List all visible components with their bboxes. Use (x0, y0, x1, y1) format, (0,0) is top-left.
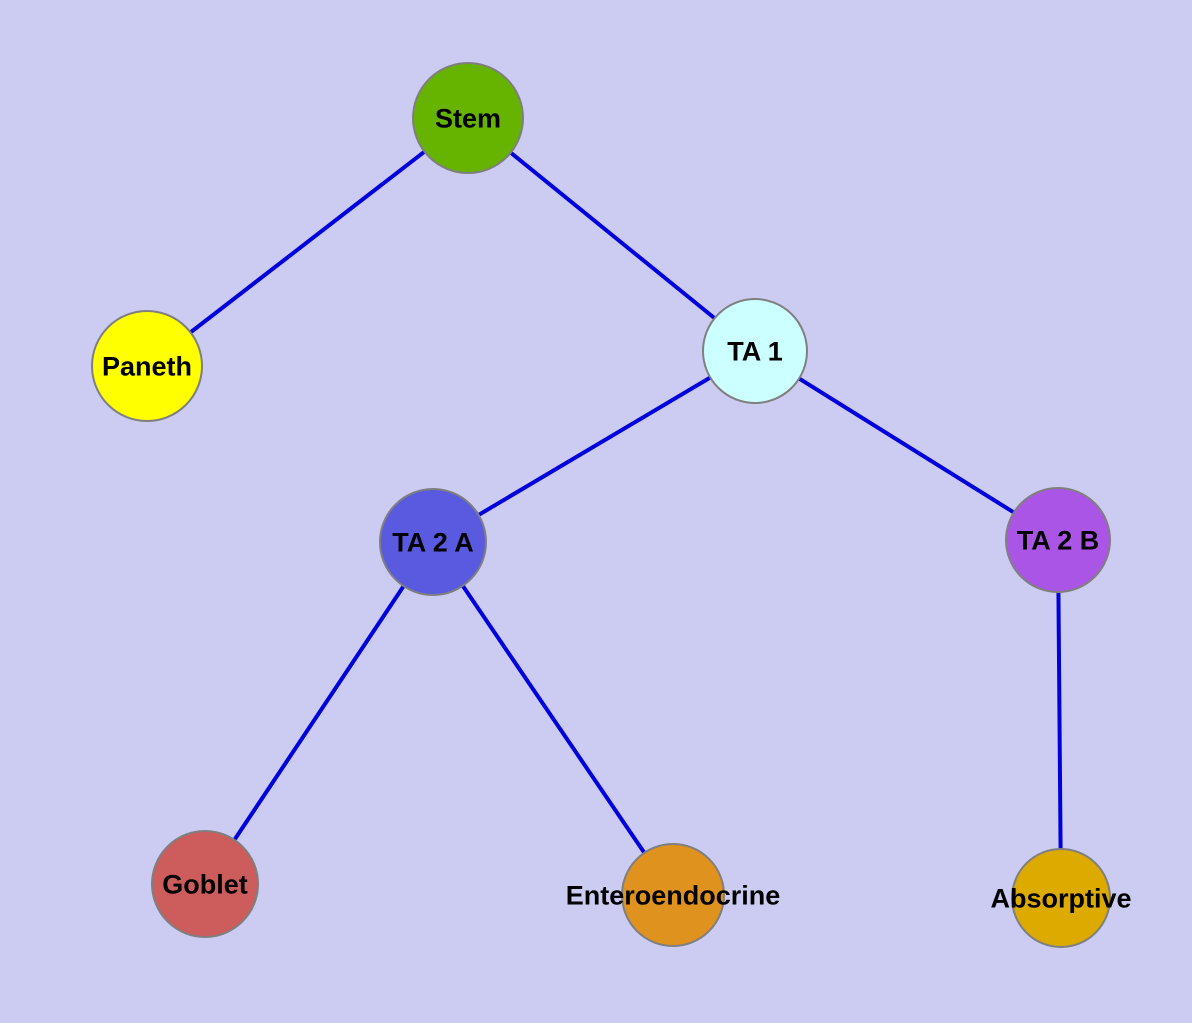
edge-ta2a-enteroendocrine (431, 540, 675, 897)
node-ta2a: TA 2 A (379, 488, 487, 596)
node-enteroendocrine: Enteroendocrine (566, 843, 781, 947)
node-circle-ta2a (379, 488, 487, 596)
node-goblet: Goblet (151, 830, 259, 938)
node-label-goblet: Goblet (162, 869, 248, 899)
node-ta1: TA 1 (702, 298, 808, 404)
edge-stem-paneth (145, 116, 470, 368)
node-label-absorptive: Absorptive (990, 883, 1131, 913)
node-circle-ta2b (1005, 487, 1111, 593)
edge-ta2b-absorptive (1056, 539, 1063, 899)
node-circle-goblet (151, 830, 259, 938)
edge-ta1-ta2b (753, 349, 1060, 542)
node-circle-enteroendocrine (621, 843, 725, 947)
node-circle-ta1 (702, 298, 808, 404)
node-label-ta1: TA 1 (727, 336, 783, 366)
edge-ta2a-goblet (203, 540, 435, 886)
edge-stem-ta1 (466, 116, 757, 353)
node-label-paneth: Paneth (102, 351, 192, 381)
edge-ta1-ta2a (431, 349, 757, 544)
node-label-enteroendocrine: Enteroendocrine (566, 880, 781, 910)
node-stem: Stem (412, 62, 524, 174)
edge-layer (145, 116, 1063, 899)
node-circle-absorptive (1011, 848, 1111, 948)
node-label-ta2a: TA 2 A (392, 527, 474, 557)
node-label-stem: Stem (435, 103, 501, 133)
node-ta2b: TA 2 B (1005, 487, 1111, 593)
node-label-ta2b: TA 2 B (1017, 525, 1100, 555)
node-circle-paneth (91, 310, 203, 422)
node-absorptive: Absorptive (990, 848, 1132, 948)
node-circle-stem (412, 62, 524, 174)
node-paneth: Paneth (91, 310, 203, 422)
